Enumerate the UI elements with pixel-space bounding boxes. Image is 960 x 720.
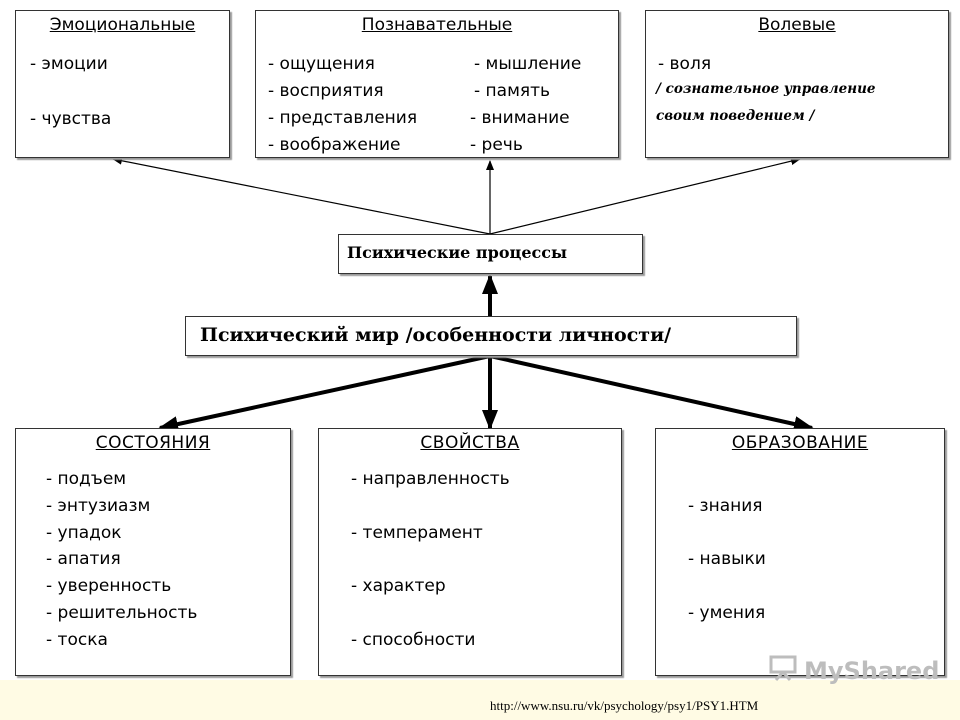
properties-item: - темперамент bbox=[351, 523, 483, 543]
volitional-box: Волевые - воля / сознательное управление… bbox=[645, 10, 949, 158]
education-item: - умения bbox=[688, 603, 766, 623]
cognitive-item: - представления bbox=[268, 108, 418, 128]
education-item: - навыки bbox=[688, 549, 766, 569]
mental-world-label: Психический мир /особенности личности/ bbox=[200, 324, 672, 346]
states-item: - решительность bbox=[46, 603, 198, 623]
arrow-to-education bbox=[489, 354, 814, 432]
volitional-note: / сознательное управление bbox=[656, 81, 876, 97]
cognitive-title: Познавательные bbox=[361, 15, 513, 35]
states-box: СОСТОЯНИЯ - подъем - энтузиазм - упадок … bbox=[15, 428, 291, 676]
cognitive-item: - восприятия bbox=[268, 81, 384, 101]
watermark-label: MyShared bbox=[804, 657, 940, 685]
cognitive-item: - внимание bbox=[470, 108, 570, 128]
mental-processes-label: Психические процессы bbox=[347, 243, 568, 262]
footer-bar bbox=[0, 680, 960, 720]
states-item: - энтузиазм bbox=[46, 496, 151, 516]
education-item: - знания bbox=[688, 496, 763, 516]
states-item: - уверенность bbox=[46, 576, 172, 596]
source-url[interactable]: http://www.nsu.ru/vk/psychology/psy1/PSY… bbox=[490, 698, 759, 713]
states-item: - упадок bbox=[46, 523, 122, 543]
properties-item: - характер bbox=[351, 576, 446, 596]
properties-box: СВОЙСТВА - направленность - темперамент … bbox=[318, 428, 622, 676]
cognitive-item: - воображение bbox=[268, 135, 401, 155]
states-title: СОСТОЯНИЯ bbox=[95, 433, 211, 453]
presentation-board-icon bbox=[768, 655, 798, 687]
education-box: ОБРАЗОВАНИЕ - знания - навыки - умения bbox=[655, 428, 945, 676]
arrow-to-states bbox=[158, 354, 491, 432]
volitional-note: своим поведением / bbox=[656, 108, 815, 124]
arrow-to-emotional bbox=[112, 156, 491, 235]
emotional-item: - чувства bbox=[30, 109, 112, 129]
states-item: - апатия bbox=[46, 549, 121, 569]
emotional-item: - эмоции bbox=[30, 54, 108, 74]
cognitive-item: - ощущения bbox=[268, 54, 375, 74]
volitional-item: - воля bbox=[658, 54, 712, 74]
education-title: ОБРАЗОВАНИЕ bbox=[731, 433, 869, 453]
properties-item: - способности bbox=[351, 630, 476, 650]
mental-world-box: Психический мир /особенности личности/ bbox=[185, 316, 797, 356]
mental-processes-box: Психические процессы bbox=[338, 234, 643, 274]
states-item: - тоска bbox=[46, 630, 108, 650]
emotional-box: Эмоциональные - эмоции - чувства bbox=[15, 10, 230, 158]
cognitive-item: - мышление bbox=[474, 54, 582, 74]
arrow-to-volitional bbox=[489, 157, 801, 235]
cognitive-box: Познавательные - ощущения - восприятия -… bbox=[255, 10, 619, 158]
properties-item: - направленность bbox=[351, 469, 510, 489]
volitional-title: Волевые bbox=[758, 15, 836, 35]
cognitive-item: - память bbox=[474, 81, 551, 101]
emotional-title: Эмоциональные bbox=[49, 15, 196, 35]
states-item: - подъем bbox=[46, 469, 127, 489]
properties-title: СВОЙСТВА bbox=[420, 433, 520, 453]
watermark: MyShared bbox=[768, 655, 939, 687]
cognitive-item: - речь bbox=[470, 135, 523, 155]
